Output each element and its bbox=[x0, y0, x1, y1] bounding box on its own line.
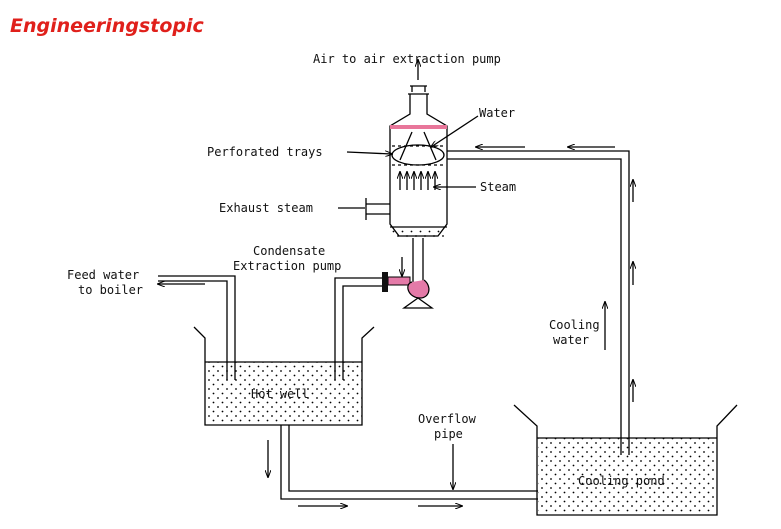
water-tray bbox=[390, 125, 447, 129]
label-exhaust-steam: Exhaust steam bbox=[219, 201, 313, 215]
hot-well-tank bbox=[193, 326, 375, 426]
label-to-boiler: to boiler bbox=[78, 283, 143, 297]
brand-title: Engineeringstopic bbox=[10, 15, 204, 37]
label-pipe: pipe bbox=[434, 427, 463, 441]
label-feed-water: Feed water bbox=[67, 268, 139, 282]
perforated-trays bbox=[391, 131, 445, 166]
extraction-pump bbox=[382, 238, 435, 309]
label-air-extraction: Air to air extraction pump bbox=[313, 52, 501, 66]
label-cooling: Cooling bbox=[549, 318, 600, 332]
cooling-water-pipe bbox=[447, 147, 633, 455]
label-perforated-trays: Perforated trays bbox=[207, 145, 323, 159]
steam-arrows bbox=[400, 172, 435, 190]
label-overflow: Overflow bbox=[418, 412, 477, 426]
condenser-shell bbox=[389, 60, 448, 238]
condensate-pipe bbox=[334, 277, 382, 380]
label-condensate: Condensate bbox=[253, 244, 325, 258]
label-cooling-water: water bbox=[553, 333, 589, 347]
label-steam: Steam bbox=[480, 180, 516, 194]
cooling-pond-tank bbox=[513, 404, 738, 516]
label-water: Water bbox=[479, 106, 515, 120]
exhaust-steam-inlet bbox=[365, 198, 390, 220]
label-cooling-pond: Cooling pond bbox=[578, 474, 665, 488]
overflow-pipe bbox=[268, 425, 538, 506]
feed-water-pipe bbox=[158, 275, 236, 380]
label-extraction-pump: Extraction pump bbox=[233, 259, 341, 273]
label-hot-well: Hot well bbox=[251, 387, 309, 401]
